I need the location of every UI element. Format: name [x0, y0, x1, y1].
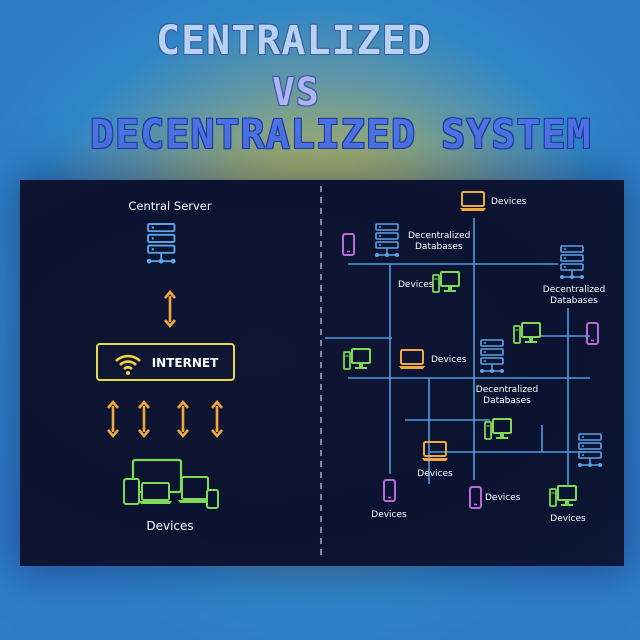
- db-label-3-line2: Databases: [483, 396, 531, 406]
- db-label-2-line2: Databases: [550, 296, 598, 306]
- internet-device-arrow-3: [176, 400, 190, 438]
- laptop-icon-top: [459, 191, 487, 212]
- db-label-2-line1: Decentralized: [543, 285, 605, 295]
- internet-box: INTERNET: [96, 343, 235, 381]
- devices-label-2: Devices: [398, 280, 434, 290]
- db-label-1-line2: Databases: [415, 242, 463, 252]
- desktop-icon-5: [549, 485, 577, 507]
- desktop-icon-2: [513, 322, 541, 344]
- central-server-label: Central Server: [128, 199, 212, 213]
- laptop-icon-mid: [398, 349, 426, 370]
- desktop-icon-4: [484, 418, 512, 440]
- comparison-diagram: Central Server INTERNET Devices: [96, 186, 605, 560]
- database-icon-1: [374, 223, 400, 258]
- phone-icon-2: [586, 322, 599, 345]
- database-icon-2: [559, 245, 585, 280]
- internet-device-arrow-1: [106, 400, 120, 438]
- internet-device-arrow-2: [137, 400, 151, 438]
- devices-label-4: Devices: [417, 469, 453, 479]
- database-icon-4: [577, 433, 603, 468]
- phone-icon-3: [383, 479, 396, 502]
- central-server-icon-scaled: [145, 223, 177, 265]
- internet-device-arrow-4: [210, 400, 224, 438]
- devices-group-icon: [123, 458, 219, 509]
- devices-label-5: Devices: [371, 510, 407, 520]
- network-lines: [325, 218, 590, 485]
- db-label-1-line1: Decentralized: [408, 231, 470, 241]
- devices-label-6: Devices: [485, 493, 521, 503]
- database-icon-3: [479, 339, 505, 374]
- phone-icon-1: [342, 233, 355, 256]
- desktop-icon-1: [432, 271, 460, 293]
- title-vs: VS: [272, 70, 320, 114]
- server-internet-arrow: [163, 290, 177, 328]
- db-label-3-line1: Decentralized: [476, 385, 538, 395]
- devices-label-top: Devices: [491, 197, 527, 207]
- phone-icon-4: [469, 486, 482, 509]
- wifi-icon: [115, 354, 141, 375]
- diagram-panel: Central Server INTERNET Devices: [20, 180, 624, 566]
- desktop-icon-3: [343, 348, 371, 370]
- internet-label: INTERNET: [152, 356, 219, 370]
- title-decentralized-system: DECENTRALIZED SYSTEM: [90, 112, 592, 158]
- devices-label-3: Devices: [431, 355, 467, 365]
- title-centralized: CENTRALIZED: [156, 18, 432, 64]
- devices-label-7: Devices: [550, 514, 586, 524]
- central-devices-label: Devices: [146, 519, 193, 533]
